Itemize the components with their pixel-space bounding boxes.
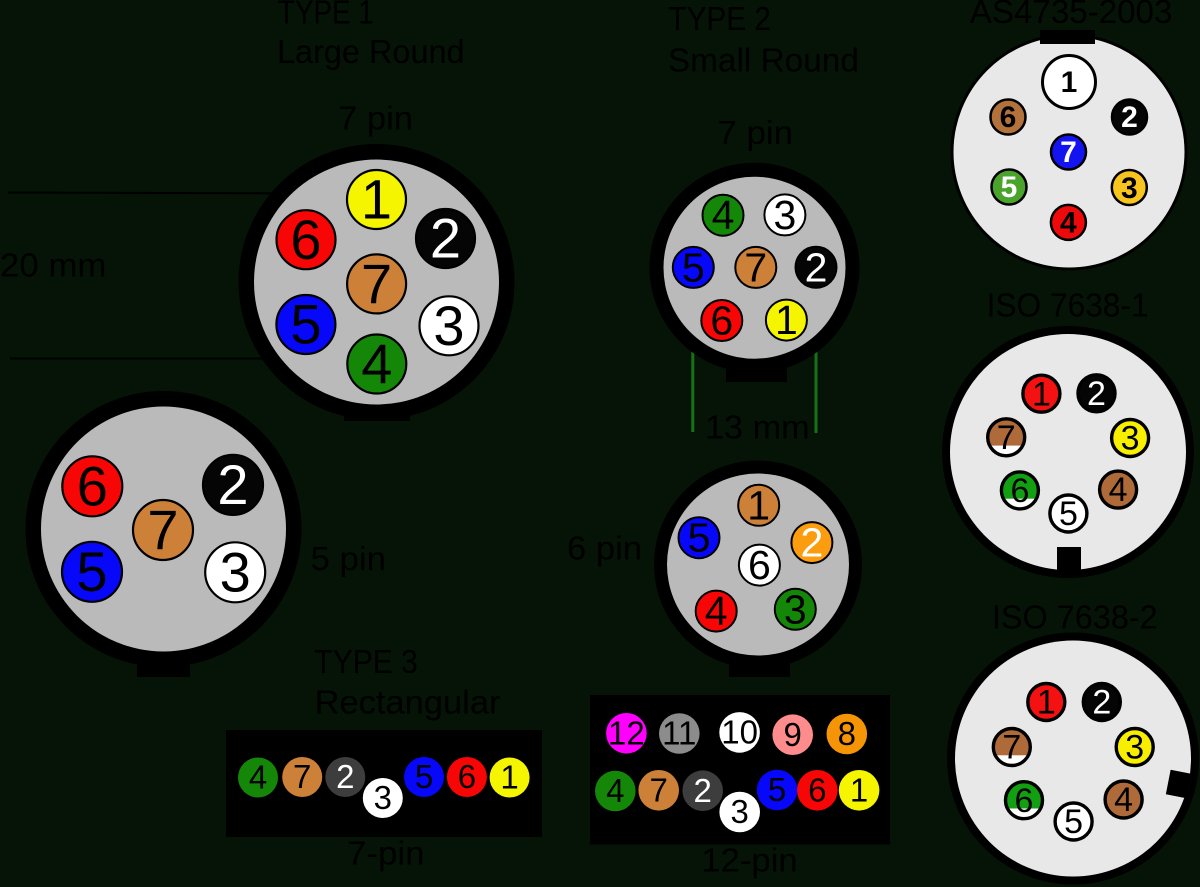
- svg-text:12-pin: 12-pin: [701, 842, 797, 879]
- svg-text:2: 2: [694, 772, 712, 809]
- svg-text:5: 5: [682, 244, 705, 290]
- svg-text:7: 7: [997, 419, 1016, 457]
- svg-text:2: 2: [1087, 375, 1106, 413]
- svg-text:1: 1: [361, 168, 392, 231]
- svg-text:5: 5: [1059, 495, 1078, 533]
- svg-text:7: 7: [1060, 136, 1077, 169]
- svg-text:7: 7: [650, 772, 668, 809]
- svg-text:3: 3: [731, 793, 749, 830]
- svg-text:5: 5: [688, 515, 711, 561]
- svg-text:TYPE 3: TYPE 3: [314, 643, 418, 680]
- svg-text:7: 7: [1002, 729, 1021, 767]
- svg-text:1: 1: [1061, 66, 1078, 99]
- svg-text:1: 1: [850, 772, 868, 809]
- svg-text:6: 6: [1010, 472, 1029, 510]
- svg-text:7: 7: [744, 244, 767, 290]
- svg-text:1: 1: [500, 759, 518, 796]
- svg-text:6: 6: [290, 208, 321, 271]
- svg-text:5: 5: [1064, 803, 1083, 841]
- svg-text:5: 5: [415, 758, 433, 795]
- svg-text:5 pin: 5 pin: [311, 540, 387, 577]
- svg-text:3: 3: [773, 192, 796, 238]
- svg-text:3: 3: [374, 779, 392, 816]
- svg-text:Large Round: Large Round: [277, 33, 465, 70]
- svg-text:8: 8: [838, 715, 856, 752]
- svg-text:9: 9: [784, 716, 802, 753]
- svg-text:7 pin: 7 pin: [338, 100, 413, 137]
- svg-text:4: 4: [1114, 781, 1133, 819]
- svg-text:2: 2: [217, 453, 248, 516]
- svg-text:2: 2: [805, 244, 828, 290]
- svg-text:AS4735-2003: AS4735-2003: [970, 0, 1173, 30]
- svg-text:4: 4: [1109, 471, 1128, 509]
- svg-text:6: 6: [1015, 782, 1034, 820]
- svg-text:5: 5: [1001, 171, 1018, 204]
- svg-text:7-pin: 7-pin: [347, 835, 425, 872]
- svg-text:3: 3: [784, 586, 807, 632]
- svg-text:3: 3: [433, 294, 464, 357]
- svg-text:12: 12: [608, 715, 645, 752]
- svg-text:Rectangular: Rectangular: [315, 683, 501, 720]
- svg-text:3: 3: [1121, 420, 1140, 458]
- svg-text:2: 2: [1092, 684, 1111, 722]
- svg-text:13 mm: 13 mm: [705, 408, 810, 445]
- svg-text:6 pin: 6 pin: [567, 530, 642, 567]
- svg-text:3: 3: [220, 540, 251, 603]
- svg-text:6: 6: [1000, 101, 1017, 134]
- svg-text:11: 11: [662, 715, 696, 752]
- svg-text:10: 10: [721, 714, 758, 751]
- svg-text:4: 4: [705, 588, 728, 634]
- svg-text:5: 5: [290, 293, 321, 356]
- svg-text:1: 1: [747, 482, 770, 528]
- svg-text:3: 3: [1125, 729, 1144, 767]
- svg-text:1: 1: [1032, 375, 1051, 413]
- svg-text:4: 4: [606, 772, 624, 809]
- svg-text:7 pin: 7 pin: [718, 114, 794, 151]
- svg-text:4: 4: [712, 192, 735, 238]
- svg-text:7: 7: [147, 498, 178, 561]
- svg-text:Small Round: Small Round: [668, 42, 859, 79]
- svg-text:4: 4: [361, 332, 392, 395]
- svg-text:6: 6: [458, 758, 476, 795]
- svg-text:6: 6: [748, 542, 771, 588]
- svg-text:2: 2: [430, 207, 461, 270]
- svg-text:TYPE 2: TYPE 2: [668, 0, 771, 37]
- svg-text:4: 4: [249, 759, 267, 796]
- svg-text:ISO 7638-1: ISO 7638-1: [987, 287, 1149, 324]
- svg-text:7: 7: [293, 758, 311, 795]
- svg-text:2: 2: [336, 758, 354, 795]
- svg-text:2: 2: [1121, 101, 1138, 134]
- svg-text:6: 6: [77, 454, 108, 517]
- svg-text:ISO 7638-2: ISO 7638-2: [992, 599, 1158, 636]
- svg-text:4: 4: [1060, 207, 1077, 240]
- svg-text:3: 3: [1121, 172, 1138, 205]
- svg-text:6: 6: [808, 772, 826, 809]
- svg-text:TYPE 1: TYPE 1: [278, 0, 374, 31]
- svg-text:1: 1: [775, 297, 798, 343]
- svg-text:7: 7: [361, 252, 392, 315]
- svg-text:1: 1: [1037, 684, 1056, 722]
- svg-text:2: 2: [800, 520, 823, 566]
- svg-text:5: 5: [768, 771, 786, 808]
- svg-text:5: 5: [76, 540, 107, 603]
- svg-text:6: 6: [710, 298, 733, 344]
- svg-text:20 mm: 20 mm: [0, 247, 106, 284]
